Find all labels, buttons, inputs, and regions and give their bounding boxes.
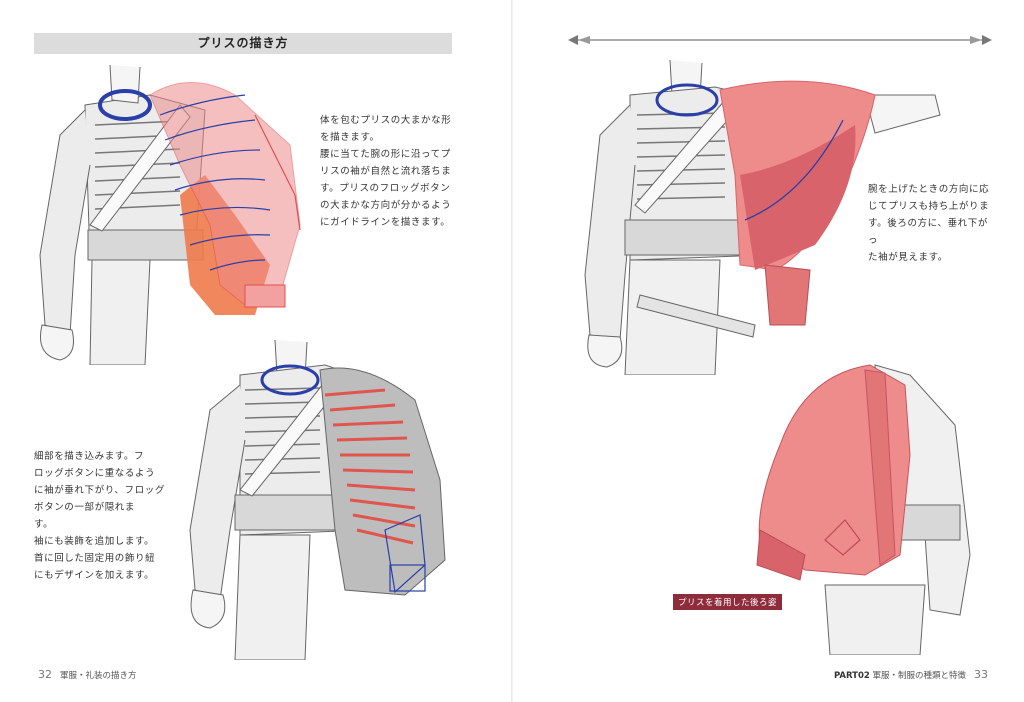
book-gutter	[511, 0, 513, 702]
running-head-left: 軍服・礼装の描き方	[60, 671, 137, 681]
step1-description: 体を包むプリスの大まかな形 を描きます。 腰に当てた腕の形に沿ってプ リスの袖が…	[320, 115, 452, 228]
step3-description: 腕を上げたときの方向に応 じてプリスも持ち上がりま す。後ろの方に、垂れ下がっ …	[868, 184, 990, 263]
page-number-left: 32	[38, 668, 52, 681]
running-head-right: 軍服・制服の種類と特徴	[872, 671, 966, 681]
figure-step1-rough-pelisse	[39, 64, 301, 365]
section-title: プリスの描き方	[34, 33, 452, 54]
figure-step2-detailed-pelisse	[189, 339, 446, 660]
part-label: PART02	[833, 671, 870, 681]
back-view-caption: プリスを着用した後ろ姿	[673, 594, 783, 610]
page-number-right: 33	[974, 668, 988, 681]
right-folio: PART02 軍服・制服の種類と特徴 33	[834, 668, 996, 681]
step2-description: 細部を描き込みます。フ ロッグボタンに重なるよう に袖が垂れ下がり、フロッグ ボ…	[34, 451, 165, 581]
left-folio: 32 軍服・礼装の描き方	[30, 668, 137, 681]
figure-back-view	[756, 364, 971, 655]
figure-step3-raised-arm	[584, 59, 941, 375]
page-ornament-rule	[568, 35, 992, 45]
